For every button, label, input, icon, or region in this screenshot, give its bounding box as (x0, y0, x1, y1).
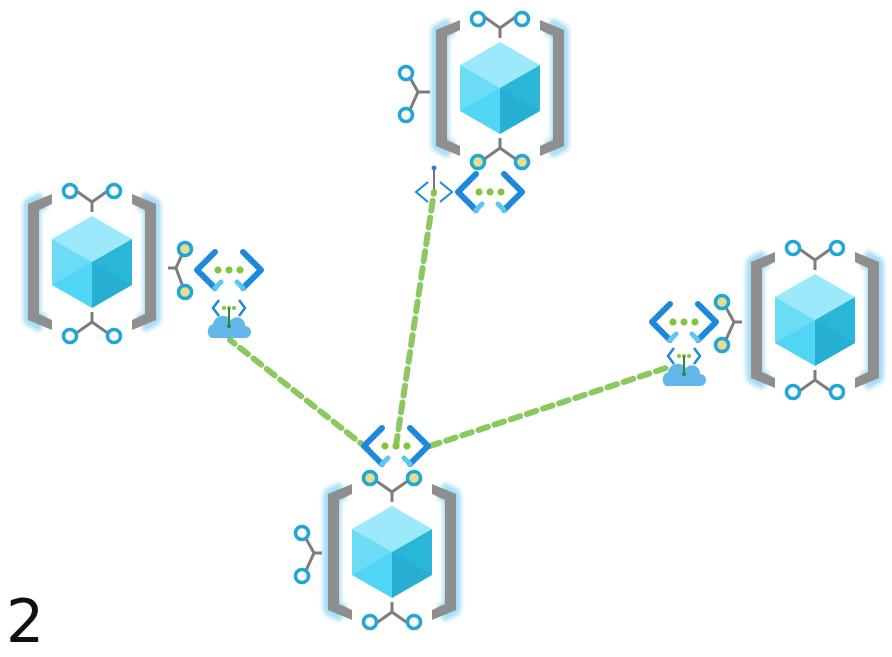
vnet-icon (364, 428, 428, 464)
link-hub-to-left (227, 337, 371, 452)
hub-vnet-node (293, 428, 457, 629)
vnet-icon (652, 304, 716, 340)
vnet-icon (458, 174, 522, 210)
vnet-icon (197, 252, 261, 288)
left-vnet-node (28, 185, 261, 345)
private-link-cloud-icon (661, 346, 708, 388)
service-cube-icon (436, 16, 564, 160)
top-vnet-node (397, 13, 565, 211)
link-hub-to-top (393, 189, 437, 449)
private-link-cloud-icon (206, 298, 253, 340)
service-cube-icon (751, 248, 879, 392)
service-cube-icon (328, 480, 456, 624)
network-diagram (0, 0, 892, 634)
service-cube-icon (28, 190, 156, 334)
right-vnet-node (652, 242, 879, 399)
link-hub-to-right (427, 363, 675, 449)
figure-number-label: 2 (6, 587, 45, 657)
